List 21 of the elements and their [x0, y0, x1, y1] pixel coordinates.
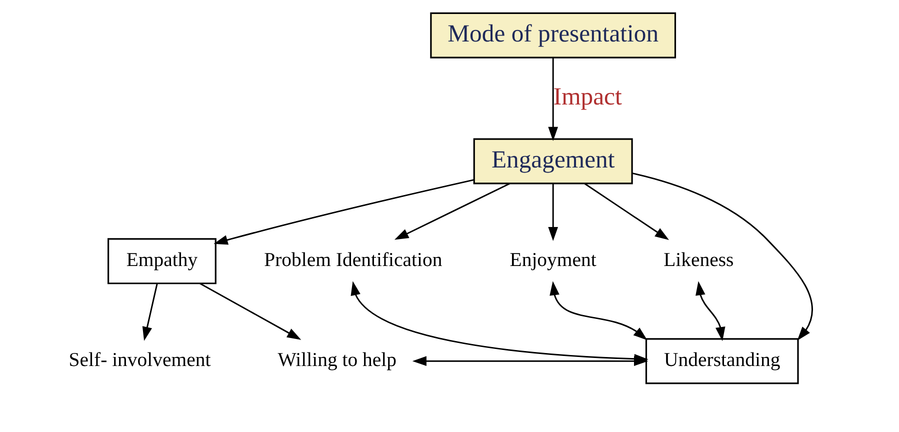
arrow [548, 184, 558, 242]
arrow [412, 356, 648, 366]
node-text: Problem Identification [264, 248, 442, 271]
node-text: Likeness [664, 248, 734, 271]
arrow [548, 58, 558, 141]
node-box: Understanding [645, 338, 799, 384]
arrow [142, 283, 158, 341]
arrow [200, 282, 302, 340]
node-text: Self- involvement [68, 348, 211, 371]
arrow [214, 179, 474, 245]
arrow [550, 281, 648, 340]
arrow [584, 182, 670, 240]
node-box: Empathy [108, 238, 216, 284]
edge-label: Impact [553, 83, 622, 110]
node-box: Engagement [473, 138, 633, 184]
arrow [394, 182, 510, 240]
arrow [632, 172, 813, 341]
node-text: Enjoyment [510, 248, 596, 271]
node-text: Willing to help [278, 348, 397, 371]
arrow [696, 281, 726, 342]
node-box: Mode of presentation [430, 12, 676, 58]
